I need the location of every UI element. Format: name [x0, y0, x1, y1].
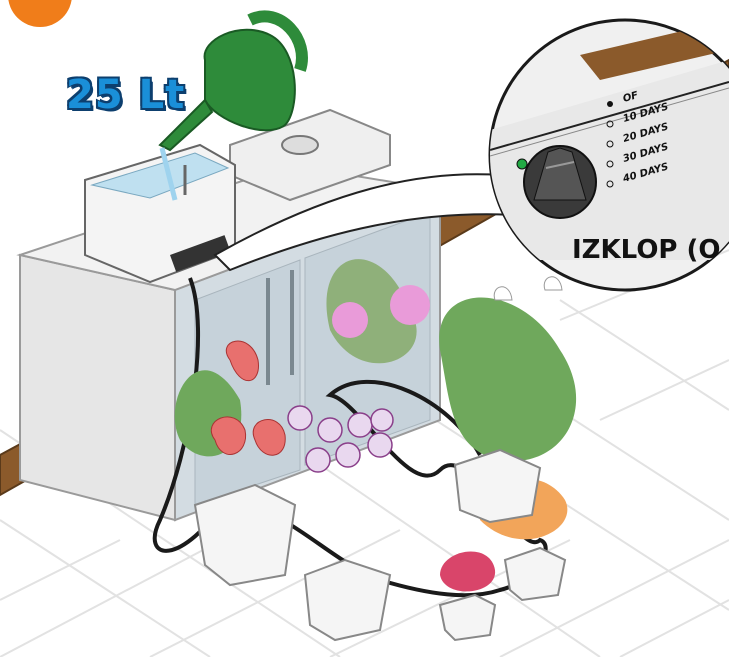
dial-caption: IZKLOP (O	[572, 235, 729, 265]
timer-dial-knob[interactable]	[524, 146, 596, 218]
capacity-label: 25 Lt	[66, 72, 185, 118]
step-badge	[8, 0, 72, 27]
